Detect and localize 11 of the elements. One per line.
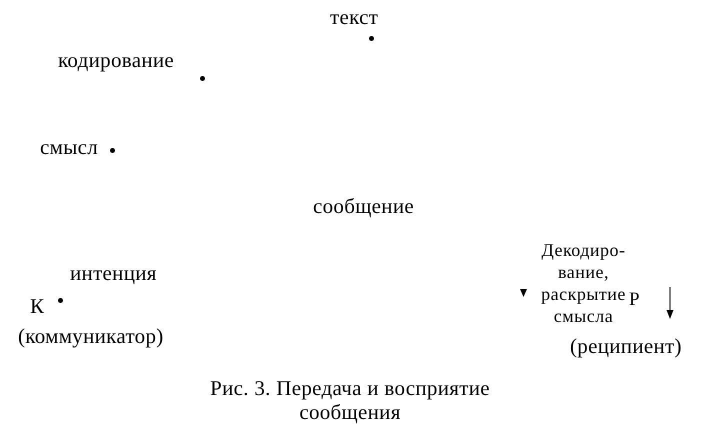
concept-label: Декодиро- вание, раскрытие смысла bbox=[540, 239, 627, 327]
concept-label: текст bbox=[330, 5, 378, 29]
role-label: (реципиент) bbox=[570, 334, 682, 358]
symbol-label: Р bbox=[629, 289, 640, 311]
symbol-label: К bbox=[30, 294, 44, 318]
concept-label: смысл bbox=[40, 135, 98, 159]
concept-label: интенция bbox=[70, 261, 157, 285]
role-label: (коммуникатор) bbox=[18, 324, 164, 348]
concept-label: кодирование bbox=[58, 48, 174, 72]
concept-label: сообщение bbox=[313, 194, 414, 218]
figure-caption: Рис. 3. Передача и восприятие сообщения bbox=[209, 376, 491, 424]
